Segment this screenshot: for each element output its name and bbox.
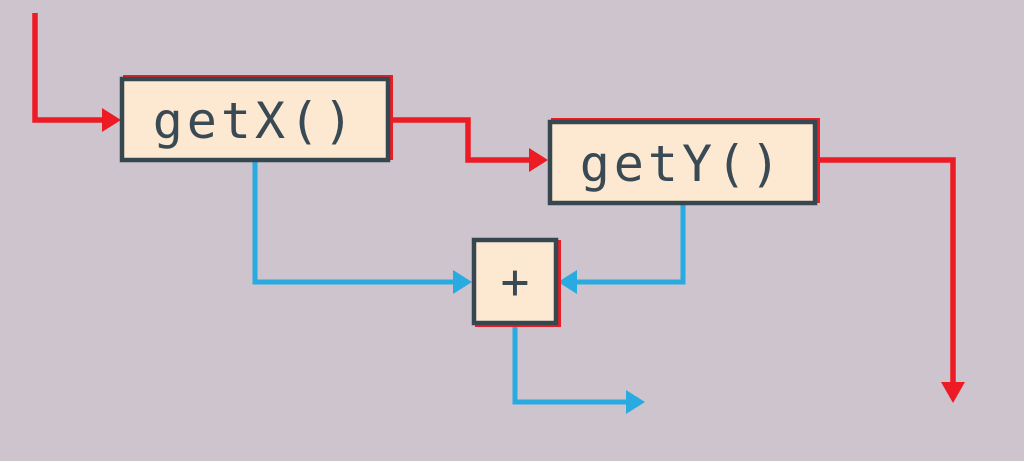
node-getx: getX() [119,75,393,163]
arrowhead-icon [529,148,548,172]
arrowhead-icon [626,390,645,414]
arrowhead-icon [558,270,577,294]
blue-arrow-plus-to-exit [512,323,645,414]
node-getx-label: getX() [153,92,358,150]
red-arrow-getx-to-gety [388,117,548,172]
arrowhead-icon [102,108,121,132]
red-edge-line [815,157,956,383]
blue-edge-line [512,323,626,405]
red-arrow-gety-to-exit [815,157,965,403]
red-edge-line [388,117,529,163]
blue-edge-line [577,203,686,285]
node-plus: + [471,237,561,327]
arrowhead-icon [941,382,965,403]
node-plus-label: + [501,254,530,310]
red-arrow-entry-to-getx [32,13,121,132]
node-getx-box [119,76,391,163]
node-gety-label: getY() [580,135,785,193]
node-plus-box [471,237,559,326]
blue-arrow-gety-to-plus [558,203,686,294]
blue-edge-line [252,161,453,285]
red-edge-line [32,13,102,123]
node-gety-box [547,119,818,206]
blue-arrow-getx-to-plus [252,161,472,294]
node-gety: getY() [547,118,820,206]
arrowhead-icon [453,270,472,294]
